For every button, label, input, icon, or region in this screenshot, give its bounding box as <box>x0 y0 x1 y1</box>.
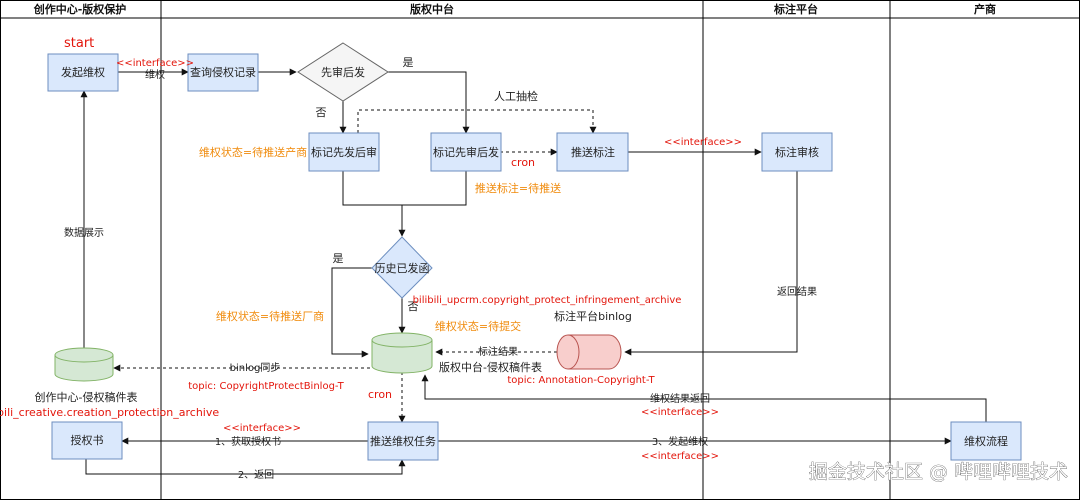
annotation-topic-annotation: topic: Annotation-Copyright-T <box>507 375 655 386</box>
node-annotation-binlog: 标注平台binlog <box>554 309 632 370</box>
edge-labels: start <<interface>> 维权 是 否 人工抽检 cron <<i… <box>64 36 817 481</box>
node-annotation-review: 标注审核 <box>761 132 833 172</box>
node-initiate: 发起维权 <box>47 53 119 92</box>
svg-text:标记先审后发: 标记先审后发 <box>433 145 499 159</box>
svg-text:维权流程: 维权流程 <box>964 434 1008 448</box>
edge-manual-check <box>357 109 597 134</box>
svg-text:推送标注: 推送标注 <box>571 145 615 159</box>
lane-creation-header: 创作中心-版权保护 <box>33 2 127 16</box>
label-data-display: 数据展示 <box>64 226 104 239</box>
label-interface-4: <<interface>> <box>223 423 301 434</box>
label-annotation-result: 标注结果 <box>478 345 518 358</box>
edges <box>80 68 987 475</box>
label-interface-3: <<interface>> <box>641 407 719 418</box>
svg-text:发起维权: 发起维权 <box>61 65 105 79</box>
node-mark-send-first: 标记先发后审 <box>308 132 380 172</box>
label-yes-1: 是 <box>403 56 414 69</box>
svg-text:标记先发后审: 标记先发后审 <box>311 145 377 159</box>
label-binlog-sync: binlog同步 <box>230 362 281 374</box>
node-history-sent: 历史已发函 <box>371 236 433 299</box>
start-label: start <box>64 36 94 51</box>
label-rights-result-return: 维权结果返回 <box>650 392 710 405</box>
svg-text:标注审核: 标注审核 <box>775 145 819 159</box>
annotation-push-pending: 推送标注=待推送 <box>475 181 561 195</box>
node-push-task: 推送维权任务 <box>367 421 439 461</box>
svg-text:推送维权任务: 推送维权任务 <box>370 434 436 448</box>
annotation-status-wait-submit: 维权状态=待提交 <box>435 319 521 333</box>
node-authorization: 授权书 <box>51 421 123 460</box>
edge-history-yes <box>331 267 372 358</box>
label-weiquan: 维权 <box>145 68 165 81</box>
node-review-decision: 先审后发 <box>297 42 389 102</box>
label-interface-5: <<interface>> <box>641 451 719 462</box>
annotation-status-wait-vendor-1: 维权状态=待推送产商 <box>199 145 307 159</box>
label-cron-2: cron <box>368 388 392 401</box>
svg-text:历史已发函: 历史已发函 <box>375 261 430 275</box>
svg-text:授权书: 授权书 <box>71 433 104 447</box>
label-interface-2: <<interface>> <box>664 137 742 148</box>
edge-merge-left <box>342 171 402 206</box>
node-creation-table: 创作中心-侵权稿件表 bilibili_creative.creation_pr… <box>0 347 219 419</box>
svg-text:bilibili_creative.creation_pro: bilibili_creative.creation_protection_ar… <box>0 406 219 419</box>
annotations: 维权状态=待推送产商 推送标注=待推送 维权状态=待推送厂商 维权状态=待提交 … <box>188 145 681 392</box>
edge-rights-result-return <box>421 374 987 422</box>
edge-merge-right <box>402 171 467 206</box>
edge-return-result <box>624 170 798 356</box>
label-yes-2: 是 <box>333 252 344 265</box>
svg-text:标注平台binlog: 标注平台binlog <box>554 309 632 323</box>
label-get-auth: 1、获取授权书 <box>215 435 281 448</box>
edge-decision-yes <box>388 71 470 134</box>
node-rights-flow: 维权流程 <box>950 421 1022 461</box>
svg-text:创作中心-侵权稿件表: 创作中心-侵权稿件表 <box>35 390 138 404</box>
label-manual-check: 人工抽检 <box>494 89 538 103</box>
lane-vendor-header: 产商 <box>974 2 996 16</box>
label-no-2: 否 <box>408 300 419 313</box>
label-return-result: 返回结果 <box>777 285 817 298</box>
label-cron-1: cron <box>511 156 535 169</box>
label-return: 2、返回 <box>238 469 274 481</box>
lane-copyright-header: 版权中台 <box>410 2 454 16</box>
label-interface-1: <<interface>> <box>116 58 194 69</box>
svg-text:先审后发: 先审后发 <box>321 65 365 79</box>
svg-text:查询侵权记录: 查询侵权记录 <box>190 65 256 79</box>
node-mark-review-first: 标记先审后发 <box>430 132 502 172</box>
lane-annotation-header: 标注平台 <box>773 2 818 16</box>
nodes: 发起维权 查询侵权记录 先审后发 标记先发后审 标记先审后发 推送标注 标注审核 <box>0 42 1022 461</box>
node-query-records: 查询侵权记录 <box>187 53 259 92</box>
watermark: 掘金技术社区 @ 哔哩哔哩技术 <box>809 461 1068 483</box>
annotation-topic-binlog: topic: CopyrightProtectBinlog-T <box>188 381 344 392</box>
edge-return-auth <box>85 459 406 475</box>
label-initiate-rights: 3、发起维权 <box>652 435 708 448</box>
annotation-table-infringement: bilibili_upcrm.copyright_protect_infring… <box>413 295 682 306</box>
annotation-status-wait-vendor-2: 维权状态=待推送厂商 <box>216 309 324 323</box>
svg-text:版权中台-侵权稿件表: 版权中台-侵权稿件表 <box>439 360 542 374</box>
node-copyright-table: 版权中台-侵权稿件表 <box>371 332 542 374</box>
node-push-annotation: 推送标注 <box>556 132 629 172</box>
label-no-1: 否 <box>316 106 327 119</box>
